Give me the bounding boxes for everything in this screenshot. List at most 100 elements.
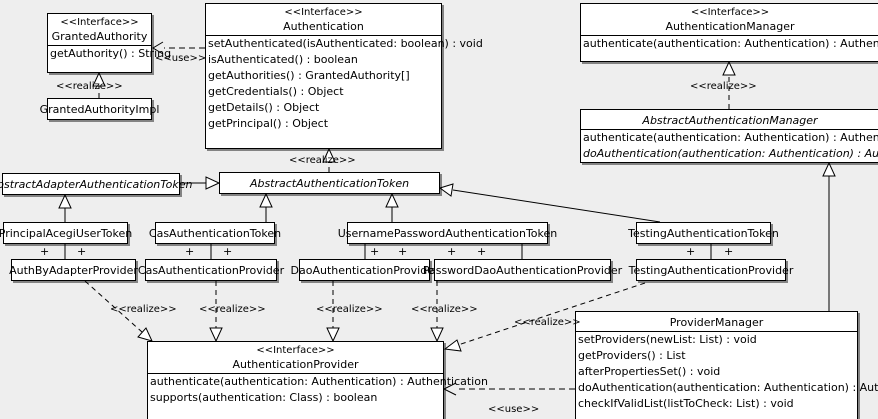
- operation-row: authenticate(authentication: Authenticat…: [583, 37, 878, 50]
- class-header: <<Interface>> GrantedAuthority: [48, 14, 151, 45]
- association-end-marker: +: [686, 245, 696, 258]
- class-header: TestingAuthenticationToken: [628, 223, 779, 243]
- class-testing-authentication-provider[interactable]: TestingAuthenticationProvider: [629, 259, 794, 281]
- operation-row: doAuthentication(authentication: Authent…: [578, 381, 878, 394]
- operations-compartment: setProviders(newList: List) : void getPr…: [576, 331, 878, 412]
- class-authentication-provider[interactable]: <<Interface>> AuthenticationProvider aut…: [147, 341, 488, 419]
- association-end-marker: +: [223, 245, 233, 258]
- class-name-label: AuthenticationManager: [665, 20, 795, 33]
- operations-compartment: getAuthority() : String: [48, 45, 172, 62]
- edge-casauthenticationtoken-extends-abstracttoken: [259, 192, 273, 222]
- class-header: <<Interface>> AuthenticationManager: [581, 4, 878, 35]
- class-authentication[interactable]: <<Interface>> Authentication setAuthenti…: [205, 3, 483, 149]
- class-name-label: ProviderManager: [669, 316, 764, 329]
- class-header: AbstractAuthenticationToken: [220, 173, 439, 193]
- operation-row: setAuthenticated(isAuthenticated: boolea…: [208, 37, 483, 50]
- class-name-label: AbstractAdapterAuthenticationToken: [0, 177, 193, 191]
- class-name-label: DaoAuthenticationProvider: [290, 263, 439, 277]
- operation-row: afterPropertiesSet() : void: [578, 365, 721, 378]
- operation-row: supports(authentication: Class) : boolea…: [150, 391, 378, 404]
- class-header: AbstractAuthenticationManager: [581, 110, 878, 129]
- edge-label-realize-passworddaoprovider: <<realize>>: [411, 304, 478, 315]
- class-header: AbstractAdapterAuthenticationToken: [0, 174, 192, 194]
- edge-label-realize-abstracttoken-authentication: <<realize>>: [289, 155, 356, 166]
- stereotype-label: <<Interface>>: [60, 17, 139, 28]
- class-name-label: PasswordDaoAuthenticationProvider: [422, 263, 623, 277]
- class-principal-acegi-user-token[interactable]: PrincipalAcegiUserToken: [0, 222, 132, 244]
- operations-compartment: authenticate(authentication: Authenticat…: [581, 35, 878, 52]
- association-end-marker: +: [447, 245, 457, 258]
- class-cas-authentication-token[interactable]: CasAuthenticationToken: [149, 222, 281, 244]
- class-header: AuthByAdapterProvider: [9, 260, 138, 280]
- class-header: TestingAuthenticationProvider: [629, 260, 794, 280]
- operation-row: getCredentials() : Object: [208, 85, 344, 98]
- class-header: PrincipalAcegiUserToken: [0, 223, 132, 243]
- class-header: DaoAuthenticationProvider: [291, 260, 439, 280]
- class-header: CasAuthenticationProvider: [138, 260, 284, 280]
- stereotype-label: <<Interface>>: [690, 7, 770, 18]
- operation-row: checkIfValidList(listToCheck: List) : vo…: [578, 397, 794, 410]
- edge-label-realize-testingauthenticationprovider: <<realize>>: [514, 317, 581, 328]
- edge-label-realize-daoauthenticationprovider: <<realize>>: [316, 304, 383, 315]
- operation-row: getPrincipal() : Object: [208, 117, 329, 130]
- association-end-marker: +: [370, 245, 380, 258]
- edge-label-use-providermanager: <<use>>: [488, 404, 540, 415]
- association-end-marker: +: [724, 245, 734, 258]
- edge-principalacegiusertoken-extends-abstractadaptertoken: [58, 193, 72, 222]
- class-header: CasAuthenticationToken: [149, 223, 281, 243]
- operation-row: getAuthorities() : GrantedAuthority[]: [208, 69, 410, 82]
- class-name-label: PrincipalAcegiUserToken: [0, 226, 133, 240]
- class-name-label: CasAuthenticationToken: [148, 226, 282, 240]
- operation-row: getProviders() : List: [578, 349, 686, 362]
- class-cas-authentication-provider[interactable]: CasAuthenticationProvider: [138, 259, 284, 281]
- edge-testingauthenticationtoken-extends-abstracttoken: [438, 183, 661, 223]
- class-header: UsernamePasswordAuthenticationToken: [338, 223, 558, 243]
- operation-row: getAuthority() : String: [50, 47, 172, 60]
- edge-label-realize-grantedauthorityimpl: <<realize>>: [56, 81, 123, 92]
- operations-compartment: authenticate(authentication: Authenticat…: [581, 129, 878, 162]
- class-granted-authority[interactable]: <<Interface>> GrantedAuthority getAuthor…: [47, 13, 172, 73]
- association-end-marker: +: [40, 245, 50, 258]
- class-name-label: UsernamePasswordAuthenticationToken: [337, 226, 558, 240]
- edge-providermanager-extends-abstractauthenticationmanager: [822, 161, 836, 311]
- class-username-password-authentication-token[interactable]: UsernamePasswordAuthenticationToken: [338, 222, 558, 244]
- class-abstract-adapter-authentication-token[interactable]: AbstractAdapterAuthenticationToken: [0, 173, 192, 195]
- class-granted-authority-impl[interactable]: GrantedAuthorityImpl: [40, 98, 160, 120]
- class-authentication-manager[interactable]: <<Interface>> AuthenticationManager auth…: [580, 3, 878, 62]
- class-name-label: GrantedAuthority: [51, 30, 148, 43]
- class-name-label: CasAuthenticationProvider: [137, 263, 285, 277]
- operation-row: setProviders(newList: List) : void: [578, 333, 757, 346]
- operations-compartment: authenticate(authentication: Authenticat…: [148, 373, 488, 406]
- class-auth-by-adapter-provider[interactable]: AuthByAdapterProvider: [9, 259, 138, 281]
- operations-compartment: setAuthenticated(isAuthenticated: boolea…: [206, 35, 483, 132]
- operation-row: authenticate(authentication: Authenticat…: [583, 131, 878, 144]
- operation-row: doAuthentication(authentication: Authent…: [583, 147, 878, 160]
- class-password-dao-authentication-provider[interactable]: PasswordDaoAuthenticationProvider: [423, 259, 622, 281]
- class-provider-manager[interactable]: ProviderManager setProviders(newList: Li…: [575, 311, 878, 419]
- class-name-label: GrantedAuthorityImpl: [39, 102, 160, 116]
- class-name-label: Authentication: [283, 20, 364, 33]
- operation-row: getDetails() : Object: [208, 101, 320, 114]
- association-end-marker: +: [185, 245, 195, 258]
- class-dao-authentication-provider[interactable]: DaoAuthenticationProvider: [291, 259, 439, 281]
- class-header: <<Interface>> AuthenticationProvider: [148, 342, 443, 373]
- class-header: PasswordDaoAuthenticationProvider: [423, 260, 622, 280]
- association-end-marker: +: [77, 245, 87, 258]
- class-header: <<Interface>> Authentication: [206, 4, 441, 35]
- operation-row: isAuthenticated() : boolean: [208, 53, 358, 66]
- class-header: GrantedAuthorityImpl: [40, 99, 160, 119]
- edge-usernamepasswordtoken-extends-abstracttoken: [385, 192, 399, 222]
- class-name-label: AbstractAuthenticationToken: [249, 176, 410, 190]
- association-end-marker: +: [477, 245, 487, 258]
- class-header: ProviderManager: [576, 312, 857, 331]
- class-abstract-authentication-manager[interactable]: AbstractAuthenticationManager authentica…: [580, 109, 878, 163]
- edge-label-realize-casauthenticationprovider: <<realize>>: [199, 304, 266, 315]
- class-testing-authentication-token[interactable]: TestingAuthenticationToken: [628, 222, 779, 244]
- class-name-label: TestingAuthenticationToken: [628, 226, 779, 240]
- class-name-label: TestingAuthenticationProvider: [628, 263, 794, 277]
- operation-row: authenticate(authentication: Authenticat…: [150, 375, 488, 388]
- edge-label-realize-authbyadapterprovider: <<realize>>: [110, 304, 177, 315]
- class-abstract-authentication-token[interactable]: AbstractAuthenticationToken: [219, 172, 440, 194]
- class-name-label: AuthByAdapterProvider: [9, 263, 138, 277]
